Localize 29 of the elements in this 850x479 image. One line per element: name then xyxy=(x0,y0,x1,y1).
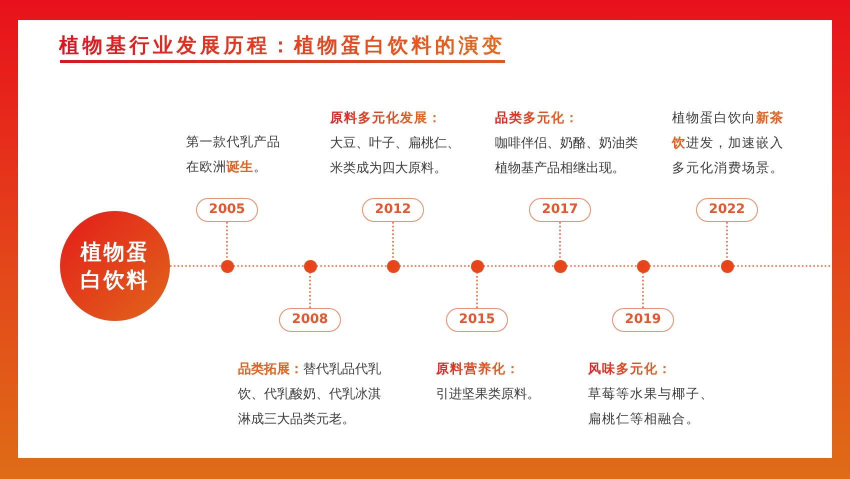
connector-line xyxy=(726,222,728,260)
timeline-line xyxy=(734,265,832,267)
year-pill: 2017 xyxy=(529,198,591,222)
year-pill: 2008 xyxy=(279,308,341,332)
timeline-line xyxy=(566,265,636,267)
event-description: 草莓等水果与椰子、扁桃仁等相融合。 xyxy=(588,386,715,428)
connector-line xyxy=(392,222,394,260)
year-pill: 2019 xyxy=(612,308,674,332)
event-description: 大豆、叶子、扁桃仁、米类成为四大原料。 xyxy=(330,134,461,178)
connector-line xyxy=(226,222,228,260)
year-pill: 2005 xyxy=(196,198,258,222)
timeline-line xyxy=(650,265,720,267)
year-pill: 2022 xyxy=(696,198,758,222)
timeline-line xyxy=(400,265,470,267)
timeline-line xyxy=(234,265,304,267)
timeline-line xyxy=(170,265,220,267)
timeline-line xyxy=(316,265,386,267)
connector-line xyxy=(642,272,644,308)
connector-line xyxy=(559,222,561,260)
timeline-line xyxy=(484,265,554,267)
connector-line xyxy=(476,272,478,308)
event-description: 植物蛋白饮向新茶饮进发，加速嵌入多元化消费场景。 xyxy=(672,110,785,178)
event-description: 引进坚果类原料。 xyxy=(436,386,541,404)
event-description: 咖啡伴侣、奶酪、奶油类植物基产品相继出现。 xyxy=(495,134,639,178)
year-pill: 2012 xyxy=(362,198,424,222)
year-pill: 2015 xyxy=(446,308,508,332)
event-description: 品类拓展：替代乳品代乳饮、代乳酸奶、代乳冰淇淋成三大品类元老。 xyxy=(238,360,382,428)
connector-line xyxy=(309,272,311,308)
event-description: 第一款代乳产品在欧洲诞生。 xyxy=(186,134,282,176)
